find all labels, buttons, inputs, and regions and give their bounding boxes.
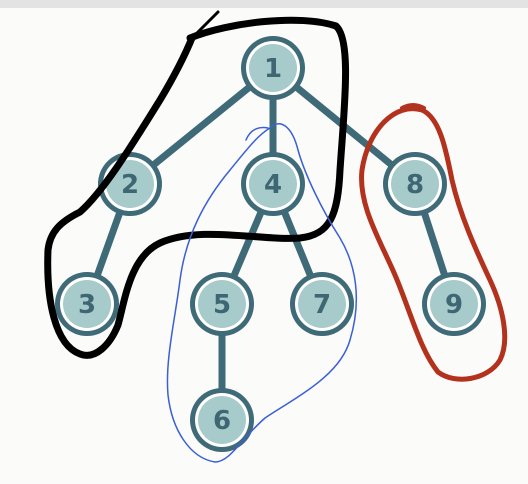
nodes-layer: 1 2 4 8 3 5 7 9 6 <box>55 36 486 452</box>
red-loop-annotation <box>359 106 508 382</box>
node-9: 9 <box>422 272 486 336</box>
black-loop-annotation <box>44 16 350 359</box>
node-fill <box>298 280 346 328</box>
node-label: 7 <box>313 290 331 320</box>
node-fill <box>106 160 154 208</box>
node-fill <box>198 396 246 444</box>
red-loop-tail <box>400 103 426 110</box>
annotations-layer <box>44 10 508 463</box>
node-5: 5 <box>190 272 254 336</box>
node-label: 4 <box>264 170 282 200</box>
node-fill <box>63 280 111 328</box>
node-8: 8 <box>383 152 447 216</box>
node-label: 2 <box>121 170 139 200</box>
edges-layer <box>83 65 458 420</box>
node-fill <box>249 160 297 208</box>
node-fill <box>391 160 439 208</box>
node-1: 1 <box>241 36 305 100</box>
black-loop-tail <box>190 10 220 40</box>
node-label: 3 <box>78 290 96 320</box>
node-label: 5 <box>213 290 231 320</box>
node-label: 6 <box>213 406 231 436</box>
node-3: 3 <box>55 272 119 336</box>
node-label: 8 <box>406 170 424 200</box>
node-fill <box>249 44 297 92</box>
node-fill <box>430 280 478 328</box>
blue-loop-annotation <box>166 123 358 463</box>
node-7: 7 <box>290 272 354 336</box>
node-label: 1 <box>264 54 282 84</box>
node-label: 9 <box>445 290 463 320</box>
node-4: 4 <box>241 152 305 216</box>
node-6: 6 <box>190 388 254 452</box>
blue-loop-tick <box>245 126 269 141</box>
node-fill <box>198 280 246 328</box>
top-bar <box>0 0 528 8</box>
